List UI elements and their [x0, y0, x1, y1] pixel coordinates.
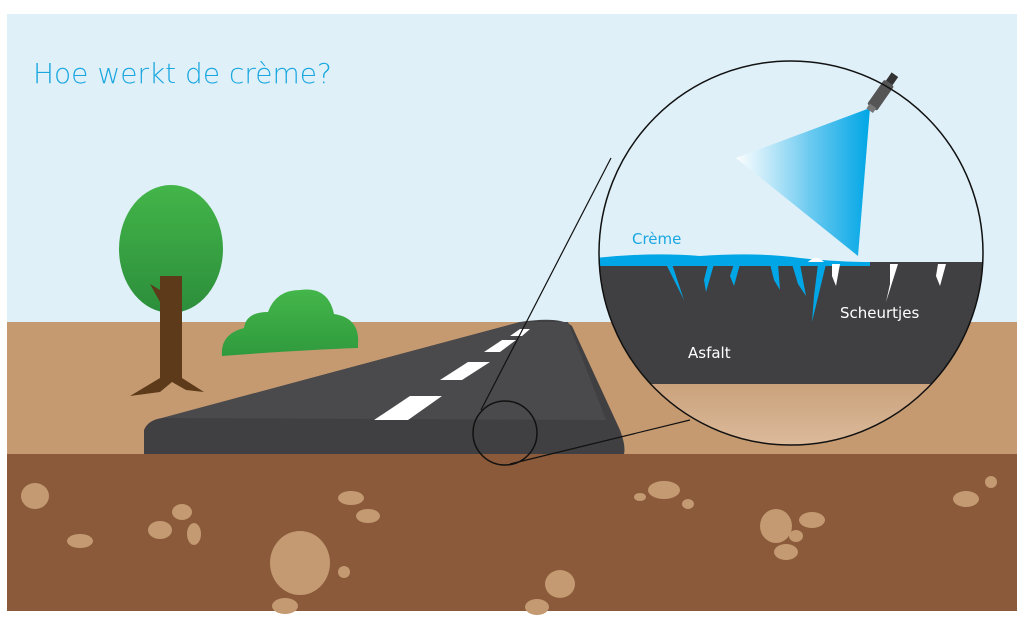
filled-cracks — [666, 264, 826, 322]
page-title: Hoe werkt de crème? — [33, 57, 332, 90]
open-cracks — [832, 264, 946, 302]
zoom-source-circle — [472, 400, 538, 466]
cream-layer — [599, 254, 870, 266]
cream-drops — [808, 258, 824, 262]
road-line-3 — [484, 340, 516, 352]
zoom-asphalt — [599, 262, 983, 384]
creme-label: Crème — [632, 230, 681, 248]
bush — [221, 289, 359, 356]
road — [144, 319, 625, 454]
asfalt-label: Asfalt — [688, 344, 731, 362]
spray-cone — [736, 108, 870, 256]
zoom-line-top — [480, 157, 612, 411]
tree-trunk — [130, 276, 204, 396]
road-line-1 — [374, 396, 442, 420]
scheurtjes-label: Scheurtjes — [840, 304, 919, 322]
zoom-line-bottom — [509, 419, 691, 465]
road-line-4 — [510, 329, 530, 336]
zoom-border — [598, 60, 984, 446]
soil — [7, 454, 1017, 611]
tree — [119, 185, 223, 396]
tree-crown — [119, 185, 223, 313]
zoom-detail: Crème Scheurtjes Asfalt — [598, 60, 984, 446]
spray-nozzle-icon — [866, 72, 899, 114]
pebbles — [21, 476, 997, 615]
road-line-2 — [440, 362, 490, 380]
